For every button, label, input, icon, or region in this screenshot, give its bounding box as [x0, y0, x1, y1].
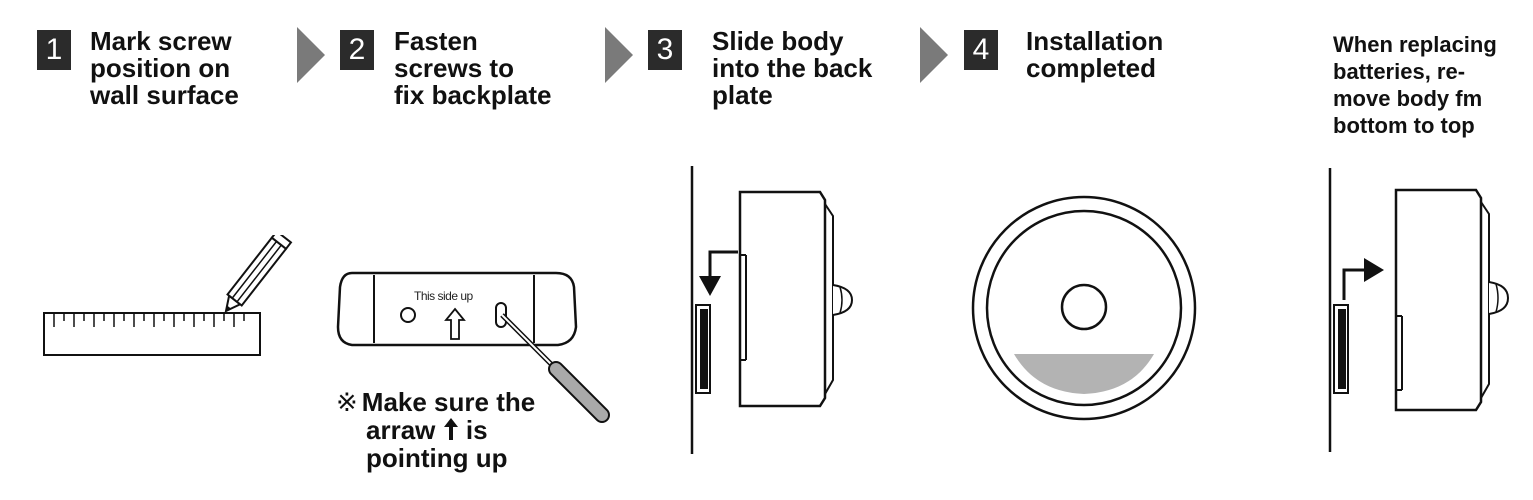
this-side-up-label: This side up [414, 289, 473, 303]
arrow-direction-note: ※Make sure the arraw is pointing up [336, 388, 535, 472]
step-1-number: 1 [37, 30, 71, 70]
step-2-number: 2 [340, 30, 374, 70]
arrow-up-icon [444, 307, 466, 340]
note-line-1: Make sure the [361, 387, 536, 417]
step-4-number: 4 [964, 30, 998, 70]
step-3-title: Slide body into the back plate [712, 26, 873, 110]
replace-note: When replacing batteries, re- move body … [1333, 32, 1497, 138]
arrow-up-icon [443, 418, 458, 440]
installed-device-illustration [971, 195, 1197, 421]
note-line-2b: is [465, 415, 488, 445]
note-line-3: pointing up [366, 443, 508, 473]
remove-body-illustration [1328, 168, 1510, 452]
backplate-illustration [336, 271, 610, 423]
ruler-icon [43, 312, 261, 356]
note-line-2a: arraw [366, 415, 436, 445]
slide-body-illustration [690, 166, 854, 454]
chevron-right-icon [605, 27, 633, 83]
step-2-title: Fasten screws to fix backplate [394, 26, 552, 110]
step-3-number: 3 [648, 30, 682, 70]
pencil-icon [224, 235, 293, 313]
arrow-down-icon [699, 250, 738, 296]
ruler-pencil-illustration [43, 235, 293, 356]
chevron-right-icon [297, 27, 325, 83]
note-mark: ※ [336, 387, 358, 417]
step-4-title: Installation completed [1026, 26, 1164, 83]
step-1-title: Mark screw position on wall surface [90, 26, 239, 110]
arrow-right-icon [1342, 258, 1384, 300]
screwdriver-icon [500, 313, 610, 423]
chevron-right-icon [920, 27, 948, 83]
